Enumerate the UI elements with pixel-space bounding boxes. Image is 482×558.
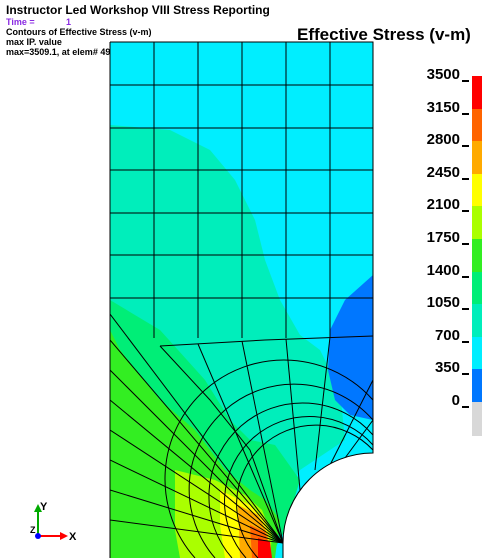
stress-contours xyxy=(110,42,373,558)
time-label: Time = xyxy=(6,17,35,27)
scale-tick xyxy=(462,112,469,115)
triad-x-label: X xyxy=(69,531,77,543)
header-block: Instructor Led Workshop VIII Stress Repo… xyxy=(6,3,270,58)
scale-color-band xyxy=(472,239,482,273)
time-readout: Time = 1 xyxy=(6,17,270,27)
scale-color-band xyxy=(472,108,482,143)
scale-tick xyxy=(462,145,469,148)
ip-label: max IP. value xyxy=(6,37,62,47)
scale-value: 350 xyxy=(434,359,460,377)
scale-tick xyxy=(462,308,469,311)
contour-label: Contours of Effective Stress (v-m) xyxy=(6,27,152,37)
scale-value: 3500 xyxy=(426,66,460,83)
scale-tick xyxy=(462,210,469,213)
scale-title: Effective Stress (v-m) xyxy=(297,25,471,44)
scale-value: 1050 xyxy=(426,294,460,312)
scale-color-band xyxy=(472,369,482,403)
scale-tick xyxy=(462,340,469,343)
page-title: Instructor Led Workshop VIII Stress Repo… xyxy=(6,3,270,17)
mesh-grid xyxy=(110,42,373,558)
plate-outline xyxy=(109,41,374,558)
scale-color-band xyxy=(472,76,482,110)
max-label: max=3509.1, at elem# 49 xyxy=(6,47,111,57)
scale-value: 2450 xyxy=(426,163,460,181)
scale-tick xyxy=(462,275,469,278)
scale-value: 0 xyxy=(451,392,460,409)
triad-icon: Y X Z xyxy=(30,501,77,543)
scale-color-band xyxy=(472,271,482,306)
scale-color-band xyxy=(472,402,482,436)
scale-value: 700 xyxy=(434,326,460,344)
triad-z-label: Z xyxy=(30,525,36,535)
scale-tick xyxy=(462,373,469,376)
scale-value: 2800 xyxy=(426,131,460,149)
scale-value: 2100 xyxy=(426,196,460,214)
scale-tick xyxy=(462,80,469,82)
scale-color-band xyxy=(472,141,482,175)
scale-color-band xyxy=(472,173,482,208)
scale-tick xyxy=(462,406,469,408)
scale-value: 1400 xyxy=(426,261,460,279)
scale-color-band xyxy=(472,304,482,338)
time-value: 1 xyxy=(66,17,72,27)
scale-color-band xyxy=(472,336,482,371)
scale-tick xyxy=(462,243,469,245)
triad-y-label: Y xyxy=(40,501,48,513)
scale-color-band xyxy=(472,206,482,240)
scale-tick xyxy=(462,177,469,180)
axis-triad: Y X Z xyxy=(28,500,78,546)
scale-value: 3150 xyxy=(426,98,460,116)
scale-value: 1750 xyxy=(426,229,460,246)
